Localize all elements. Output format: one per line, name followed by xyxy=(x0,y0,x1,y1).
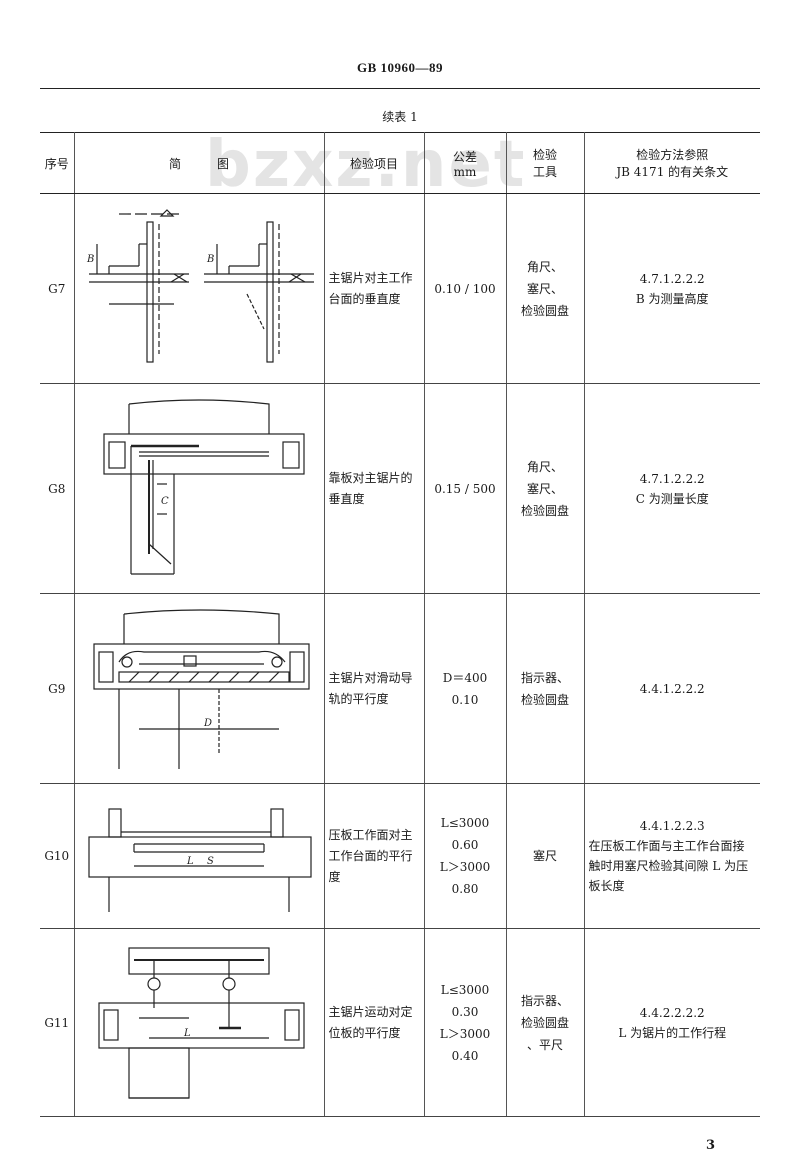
tolerance-value: 0.10 / 100 xyxy=(434,281,496,296)
reference-cell: 4.7.1.2.2.2 C 为测量长度 xyxy=(584,383,760,594)
tool-name: 塞尺、 xyxy=(526,281,563,296)
table-header-row: 序号 简 图 检验项目 公差 mm 检验 工具 检验方法参照 JB 4171 的… xyxy=(40,132,760,194)
tolerance-cell: D＝400 0.10 xyxy=(424,593,507,784)
tolerance-value: 0.80 xyxy=(451,882,479,896)
inspection-item: 压板工作面对主工作台面的平行度 xyxy=(324,783,425,929)
dimension-label-b-right: B xyxy=(206,254,214,265)
blade-travel-parallelism-diagram: L xyxy=(98,946,305,1099)
tolerance-cell: 0.15 / 500 xyxy=(424,383,507,594)
tool-cell: 指示器、 检验圆盘 、平尺 xyxy=(506,928,585,1117)
dimension-label-b: B xyxy=(86,254,94,265)
header-divider xyxy=(40,88,760,89)
header-method-reference: 检验方法参照 JB 4171 的有关条文 xyxy=(584,132,760,194)
dimension-label-d: D xyxy=(203,718,212,729)
tolerance-cell: L≤3000 0.30 L＞3000 0.40 xyxy=(424,928,507,1117)
dimension-label-s: S xyxy=(207,856,214,867)
diagram-g8: C xyxy=(74,383,325,594)
reference-note: C 为测量长度 xyxy=(635,491,709,506)
tolerance-condition: L≤3000 xyxy=(440,982,490,997)
diagram-g7: B B xyxy=(74,193,325,384)
tool-cell: 角尺、 塞尺、 检验圆盘 xyxy=(506,193,585,384)
tolerance-condition: L＞3000 xyxy=(439,860,491,874)
reference-note: 在压板工作面与主工作台面接触时用塞尺检验其间隙 L 为压板长度 xyxy=(588,839,749,893)
diagram-g11: L xyxy=(74,928,325,1117)
page-number: 3 xyxy=(706,1138,716,1153)
tolerance-condition: L＞3000 xyxy=(439,1026,491,1041)
dimension-label-l: L xyxy=(183,1028,191,1039)
table-row: G11 L xyxy=(40,928,760,1117)
reference-clause: 4.4.2.2.2.2 xyxy=(639,1005,705,1020)
reference-clause: 4.4.1.2.2.2 xyxy=(639,681,705,696)
reference-cell: 4.4.2.2.2.2 L 为锯片的工作行程 xyxy=(584,928,760,1117)
diagram-g9: D xyxy=(74,593,325,784)
inspection-item: 靠板对主锯片的垂直度 xyxy=(324,383,425,594)
tolerance-value: 0.30 xyxy=(451,1004,479,1019)
tolerance-condition: D＝400 xyxy=(442,670,488,685)
tool-name: 指示器、 xyxy=(520,670,569,685)
row-number: G10 xyxy=(40,783,75,929)
row-number: G7 xyxy=(40,193,75,384)
reference-clause: 4.4.1.2.2.3 xyxy=(639,819,705,833)
clamp-parallelism-diagram: L S xyxy=(88,807,312,912)
header-tolerance: 公差 mm xyxy=(424,132,507,194)
saw-blade-squareness-diagram: B B xyxy=(86,208,314,363)
inspection-table: 序号 简 图 检验项目 公差 mm 检验 工具 检验方法参照 JB 4171 的… xyxy=(40,132,760,1117)
row-number: G8 xyxy=(40,383,75,594)
tolerance-value: 0.15 / 500 xyxy=(434,481,496,496)
tool-name: 塞尺 xyxy=(532,849,557,863)
tool-name: 检验圆盘 xyxy=(520,303,569,318)
tool-name: 、平尺 xyxy=(526,1037,563,1052)
inspection-item: 主锯片对滑动导轨的平行度 xyxy=(324,593,425,784)
tolerance-value: 0.60 xyxy=(451,838,479,852)
tool-name: 塞尺、 xyxy=(526,481,563,496)
reference-cell: 4.7.1.2.2.2 B 为测量高度 xyxy=(584,193,760,384)
tool-name: 检验圆盘 xyxy=(520,692,569,707)
header-tool: 检验 工具 xyxy=(506,132,585,194)
reference-cell: 4.4.1.2.2.2 xyxy=(584,593,760,784)
tolerance-condition: L≤3000 xyxy=(440,816,490,830)
tool-name: 角尺、 xyxy=(526,459,563,474)
dimension-label-c: C xyxy=(161,496,169,507)
tool-cell: 角尺、 塞尺、 检验圆盘 xyxy=(506,383,585,594)
header-sequence-no: 序号 xyxy=(40,132,75,194)
tool-name: 指示器、 xyxy=(520,993,569,1008)
reference-clause: 4.7.1.2.2.2 xyxy=(639,271,705,286)
header-diagram: 简 图 xyxy=(74,132,325,194)
table-continued-label: 续表 1 xyxy=(382,110,418,124)
standard-code: GB 10960—89 xyxy=(356,60,444,75)
tool-cell: 塞尺 xyxy=(506,783,585,929)
tool-name: 角尺、 xyxy=(526,259,563,274)
reference-note: L 为锯片的工作行程 xyxy=(618,1025,727,1040)
tool-name: 检验圆盘 xyxy=(520,503,569,518)
tool-cell: 指示器、 检验圆盘 xyxy=(506,593,585,784)
tolerance-cell: 0.10 / 100 xyxy=(424,193,507,384)
tolerance-value: 0.10 xyxy=(451,692,479,707)
tolerance-value: 0.40 xyxy=(451,1048,479,1063)
inspection-item: 主锯片运动对定位板的平行度 xyxy=(324,928,425,1117)
blade-guide-parallelism-diagram: D xyxy=(93,608,310,769)
diagram-g10: L S xyxy=(74,783,325,929)
table-row: G7 B xyxy=(40,193,760,384)
table-row: G8 C xyxy=(40,383,760,594)
fence-squareness-diagram: C xyxy=(103,398,305,575)
tolerance-cell: L≤3000 0.60 L＞3000 0.80 xyxy=(424,783,507,929)
inspection-item: 主锯片对主工作台面的垂直度 xyxy=(324,193,425,384)
row-number: G11 xyxy=(40,928,75,1117)
reference-clause: 4.7.1.2.2.2 xyxy=(639,471,705,486)
reference-cell: 4.4.1.2.2.3 在压板工作面与主工作台面接触时用塞尺检验其间隙 L 为压… xyxy=(584,783,760,929)
reference-note: B 为测量高度 xyxy=(635,291,709,306)
table-row: G10 L S 压板工作面对主工作台面的平 xyxy=(40,783,760,929)
table-row: G9 xyxy=(40,593,760,784)
dimension-label-l: L xyxy=(186,856,194,867)
tool-name: 检验圆盘 xyxy=(520,1015,569,1030)
row-number: G9 xyxy=(40,593,75,784)
header-inspection-item: 检验项目 xyxy=(324,132,425,194)
